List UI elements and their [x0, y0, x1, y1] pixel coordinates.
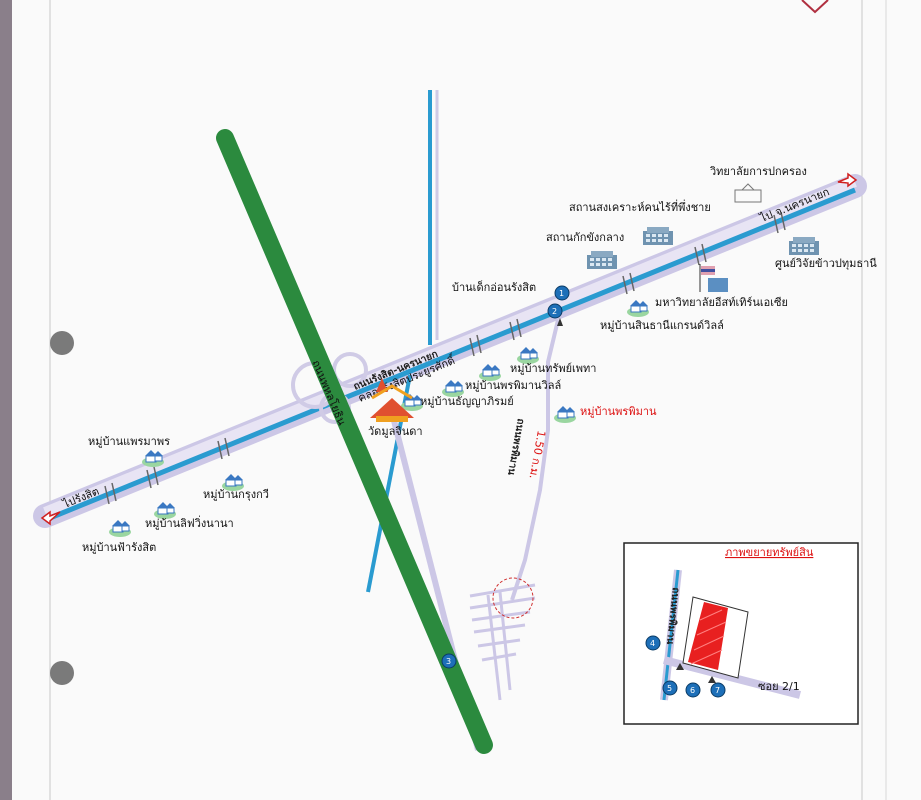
building-icon	[789, 237, 819, 255]
property-locator-circle	[492, 577, 534, 619]
village-house-icon	[141, 449, 165, 468]
svg-text:7: 7	[715, 686, 720, 695]
village-house-icon	[108, 519, 132, 538]
inset-title: ภาพขยายทรัพย์สิน	[725, 546, 814, 559]
svg-text:3: 3	[446, 657, 451, 666]
label-rice-center: ศูนย์วิจัยข้าวปทุมธานี	[775, 257, 877, 270]
road-network	[33, 90, 867, 754]
inset-soi-label: ซอย 2/1	[758, 680, 800, 693]
inset-map: ภาพขยายทรัพย์สิน ถนนพรพิมาน ซอย 2/1 4 5 …	[623, 542, 859, 725]
svg-text:6: 6	[690, 686, 695, 695]
building-icon	[643, 227, 673, 245]
binder-hole	[50, 661, 74, 685]
property-plot	[688, 602, 728, 670]
label-krungkavi: หมู่บ้านกรุงกวี	[203, 488, 269, 501]
village-house-icon	[626, 299, 650, 318]
arrow-left-icon	[40, 510, 61, 526]
marker-1: 1	[554, 285, 570, 301]
arrow-right-icon	[837, 172, 858, 188]
svg-text:5: 5	[667, 684, 672, 693]
svg-text:1: 1	[559, 289, 564, 298]
marker-5: 5	[662, 680, 678, 696]
label-detention: สถานกักขังกลาง	[546, 231, 624, 244]
svg-text:2: 2	[552, 307, 557, 316]
flag-icon	[699, 264, 728, 292]
label-sapphet: หมู่บ้านทรัพย์เพทา	[510, 362, 596, 375]
label-phraphiman-ville: หมู่บ้านพรพิมานวิลล์	[465, 379, 561, 392]
marker-3: 3	[441, 653, 457, 669]
label-fa-rangsit: หมู่บ้านฟ้ารังสิต	[82, 541, 156, 554]
label-lifving: หมู่บ้านลิฟวิ่งนานา	[145, 515, 234, 530]
label-thanya: หมู่บ้านธัญญาภิรมย์	[420, 395, 514, 408]
building-icon	[587, 251, 617, 269]
marker-4: 4	[645, 635, 661, 651]
marker-6: 6	[685, 682, 701, 698]
phaholyothin-highway	[216, 129, 493, 754]
label-eastern-asia-university: มหาวิทยาลัยอีสท์เทิร์นเอเซีย	[655, 296, 788, 309]
road-label-phraphiman: ถนนพรพิมาน	[505, 417, 527, 476]
star-corner-icon	[801, 0, 829, 14]
label-phraphiman-village: หมู่บ้านพรพิมาน	[580, 405, 657, 418]
svg-text:4: 4	[650, 639, 655, 648]
label-sinthani: หมู่บ้านสินธานีแกรนด์วิลล์	[600, 319, 724, 332]
binder-edge	[0, 0, 12, 800]
marker-7: 7	[710, 682, 726, 698]
college-building-icon	[734, 183, 762, 203]
village-house-icon	[553, 405, 577, 424]
distance-label: 1.50 ก.ม.	[527, 429, 548, 479]
binder-hole	[50, 331, 74, 355]
label-phraemaporn: หมู่บ้านแพรมาพร	[88, 435, 170, 448]
marker-2: 2	[547, 303, 563, 319]
label-orphanage: บ้านเด็กอ่อนรังสิต	[452, 280, 536, 294]
temple-icon	[370, 378, 414, 422]
label-wat: วัดมูลจินดา	[368, 425, 423, 438]
label-welfare: สถานสงเคราะห์คนไร้ที่พึ่งชาย	[569, 199, 711, 214]
label-college: วิทยาลัยการปกครอง	[709, 165, 807, 178]
